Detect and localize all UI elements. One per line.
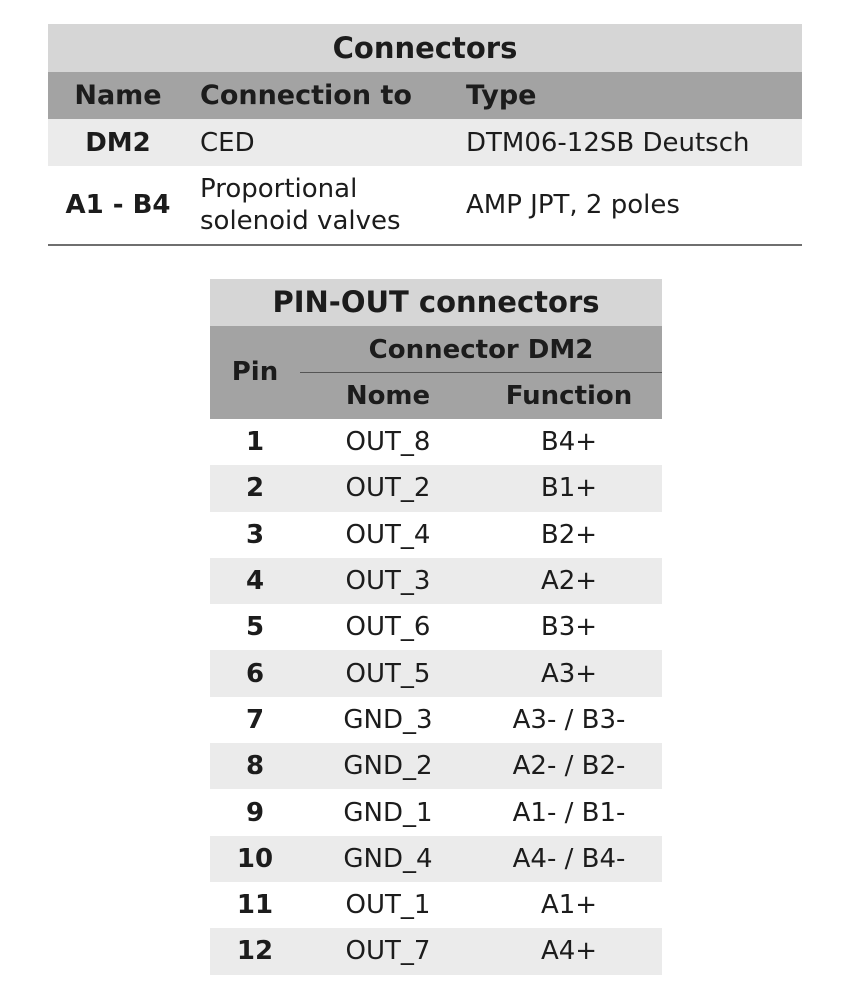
connector-type: DTM06-12SB Deutsch: [466, 127, 750, 158]
pin-number: 11: [236, 890, 274, 921]
header-connector-group: Connector DM2: [368, 335, 594, 365]
table-row: 1 OUT_8 B4+: [210, 419, 662, 465]
pin-function: A2- / B2-: [512, 751, 626, 782]
pin-number: 7: [245, 704, 265, 735]
pin-function: A4+: [540, 936, 598, 967]
pin-nome: OUT_8: [345, 427, 431, 458]
pin-nome: GND_4: [343, 843, 433, 874]
pin-function: B4+: [540, 427, 598, 458]
connector-connection: Proportional solenoid valves: [188, 173, 454, 237]
connector-name: A1 - B4: [65, 190, 171, 220]
pin-number: 8: [245, 751, 265, 782]
header-type: Type: [466, 80, 537, 111]
connectors-table: Connectors Name Connection to Type DM2 C…: [48, 24, 802, 246]
pin-number: 2: [245, 473, 265, 504]
header-name: Name: [74, 80, 162, 111]
pin-nome: GND_2: [343, 751, 433, 782]
header-connection: Connection to: [200, 79, 412, 111]
pinout-table: PIN-OUT connectors Pin Connector DM2 Nom…: [210, 279, 662, 975]
pin-nome: OUT_6: [345, 612, 431, 643]
table-row: 8 GND_2 A2- / B2-: [210, 743, 662, 790]
header-divider: [300, 372, 662, 373]
header-function: Function: [505, 381, 633, 411]
pin-nome: OUT_3: [345, 566, 431, 597]
table-row: A1 - B4 Proportional solenoid valves AMP…: [48, 166, 802, 246]
pin-function: A1- / B1-: [512, 797, 626, 828]
header-nome: Nome: [345, 381, 431, 411]
connection-line-2: solenoid valves: [200, 206, 401, 236]
header-pin: Pin: [231, 357, 279, 387]
table-row: 2 OUT_2 B1+: [210, 465, 662, 512]
pin-number: 9: [245, 797, 265, 828]
pin-function: B3+: [540, 612, 598, 643]
connection-line-1: Proportional: [200, 174, 358, 204]
connectors-header-row: Name Connection to Type: [48, 72, 802, 119]
pin-function: A2+: [540, 566, 598, 597]
pinout-title: PIN-OUT connectors: [210, 279, 662, 326]
pin-function: A3+: [540, 658, 598, 689]
pin-function: A3- / B3-: [512, 704, 626, 735]
table-row: 9 GND_1 A1- / B1-: [210, 789, 662, 835]
table-row: 3 OUT_4 B2+: [210, 512, 662, 558]
pin-number: 10: [236, 843, 274, 874]
pin-nome: OUT_5: [345, 658, 431, 689]
table-row: DM2 CED DTM06-12SB Deutsch: [48, 119, 802, 166]
connector-name: DM2: [85, 127, 151, 158]
connection-line-1: CED: [200, 127, 255, 158]
table-row: 7 GND_3 A3- / B3-: [210, 697, 662, 743]
pin-number: 3: [245, 519, 265, 550]
pin-function: B2+: [540, 519, 598, 550]
pin-number: 1: [245, 427, 265, 458]
pin-nome: OUT_4: [345, 519, 431, 550]
pin-function: A1+: [540, 890, 598, 921]
pin-function: A4- / B4-: [512, 843, 626, 874]
pin-number: 5: [245, 612, 265, 643]
table-row: 11 OUT_1 A1+: [210, 882, 662, 928]
pin-nome: GND_1: [343, 797, 433, 828]
pin-nome: OUT_1: [345, 890, 431, 921]
pin-number: 6: [245, 658, 265, 689]
pin-nome: GND_3: [343, 704, 433, 735]
pin-number: 12: [236, 936, 274, 967]
table-row: 10 GND_4 A4- / B4-: [210, 835, 662, 882]
pin-function: B1+: [540, 473, 598, 504]
table-row: 6 OUT_5 A3+: [210, 650, 662, 697]
table-row: 12 OUT_7 A4+: [210, 928, 662, 975]
pin-number: 4: [245, 566, 265, 597]
connector-connection: CED: [188, 127, 454, 159]
connectors-title: Connectors: [48, 24, 802, 72]
table-row: 4 OUT_3 A2+: [210, 557, 662, 605]
pin-nome: OUT_2: [345, 473, 431, 504]
pin-nome: OUT_7: [345, 936, 431, 967]
connector-type: AMP JPT, 2 poles: [466, 190, 680, 220]
pinout-header: Pin Connector DM2 Nome Function: [210, 326, 662, 419]
table-row: 5 OUT_6 B3+: [210, 604, 662, 650]
